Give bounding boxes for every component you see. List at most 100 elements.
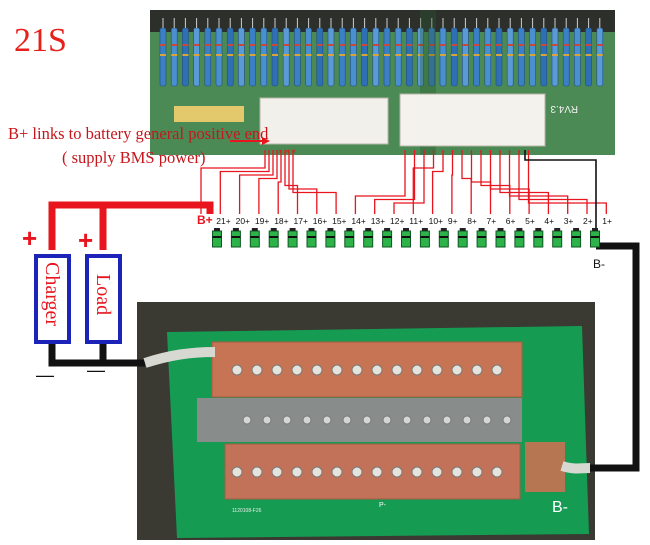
board-cable-right [560,461,591,474]
battery-cell-band [325,236,335,238]
battery-cell-band [250,236,260,238]
battery-cell [419,230,430,248]
cell-terminal-label: 15+ [332,216,346,226]
balance-wire [412,150,435,214]
b-minus-sense-wire [524,150,597,246]
battery-cell-band [344,236,354,238]
battery-cell-terminal [573,228,580,231]
note-arrow-head [262,137,270,145]
battery-cell [552,230,563,248]
battery-cell [230,230,241,248]
balance-wire [284,150,299,214]
battery-cell-band [363,236,373,238]
top-pcb-photo: RV4.3 × × × [150,10,615,155]
battery-cell-band [458,236,468,238]
battery-cell [287,230,298,248]
note-line-1: B+ links to battery general positive end [8,124,269,143]
battery-cell [325,230,336,248]
load-minus-sign: — [87,360,105,380]
battery-cell-band [496,236,505,238]
battery-cell [457,230,468,248]
balance-wire [451,150,454,214]
cell-terminal-label: 9+ [448,216,458,226]
charger-label: Charger [41,262,63,326]
battery-cell-terminal [592,228,598,231]
battery-cell [495,230,506,248]
cell-terminal-label: 16+ [313,216,327,226]
balance-wire [393,150,425,214]
note-line-2: ( supply BMS power) [62,148,206,167]
battery-cell [590,230,600,248]
balance-wire [258,150,278,214]
load-label: Load [92,274,114,315]
balance-wire [527,150,607,214]
battery-cell [344,230,355,248]
balance-wire [277,150,282,214]
cell-terminal-label: 11+ [409,216,423,226]
battery-cell-terminal [421,228,428,231]
battery-cell-terminal [478,228,485,231]
board-cable [143,347,216,368]
balance-wire [219,150,270,214]
cell-labels: B+21+20+19+18+17+16+15+14+13+12+11+10+9+… [197,213,612,271]
connector-label: RV4.3 [550,103,578,114]
config-title: 21S [14,22,67,59]
battery-cell-band [212,236,222,238]
balance-wire [461,150,472,214]
battery-cell-terminal [289,228,296,231]
battery-cell-band [477,236,487,238]
balance-wire [508,150,569,214]
battery-cell-terminal [232,228,239,231]
device-negative-wire [48,340,145,367]
battery-cell-band [401,236,411,238]
cell-terminal-label: 14+ [351,216,365,226]
battery-cell [571,230,582,248]
top-pcb-art: RV4.3 × × × [150,10,615,155]
load-plus-sign: + [78,225,93,255]
battery-cell [514,230,525,248]
battery-cell-band [533,236,543,238]
battery-cell-terminal [251,228,258,231]
battery-cell-band [307,236,316,238]
battery-cell-terminal [497,228,504,231]
battery-cell-terminal [384,228,391,231]
unused-pins-mark: × × × [278,147,297,155]
balance-wire [480,150,511,214]
balance-wire [374,150,416,214]
battery-cell [476,230,487,248]
bottom-board-photo: B- P- 1120108-F26 [137,302,595,540]
charger-plus-sign: + [22,223,37,253]
battery-cell [212,230,222,248]
cell-terminal-label: 13+ [371,216,385,226]
board-b-minus-label: B- [552,499,568,516]
balance-wire [200,150,266,214]
balance-wire [354,150,406,214]
battery-cell-band [382,236,392,238]
cell-string [212,228,600,248]
battery-cell-terminal [346,228,353,231]
cell-terminal-label: 8+ [467,216,477,226]
cell-terminal-label: 19+ [255,216,269,226]
battery-cell [382,230,393,248]
bottom-board-art: B- P- 1120108-F26 [137,302,595,540]
battery-cell [363,230,374,248]
battery-cell-terminal [365,228,372,231]
balance-wire [518,150,588,214]
battery-cell-band [514,236,524,238]
load-box [85,254,122,344]
board-p-label: P- [379,502,387,509]
battery-cell-terminal [270,228,277,231]
balance-wire [288,150,318,214]
battery-cell-band [552,236,562,238]
battery-cell-band [439,236,449,238]
b-plus-main-wire [48,201,214,250]
battery-cell [401,230,411,248]
cell-terminal-label: 18+ [274,216,288,226]
b-minus-main-wire [586,242,640,472]
b-minus-label: B- [593,257,605,271]
battery-cell [268,230,279,248]
battery-cell [438,230,449,248]
cell-terminal-label: 3+ [564,216,574,226]
battery-cell-terminal [327,228,334,231]
